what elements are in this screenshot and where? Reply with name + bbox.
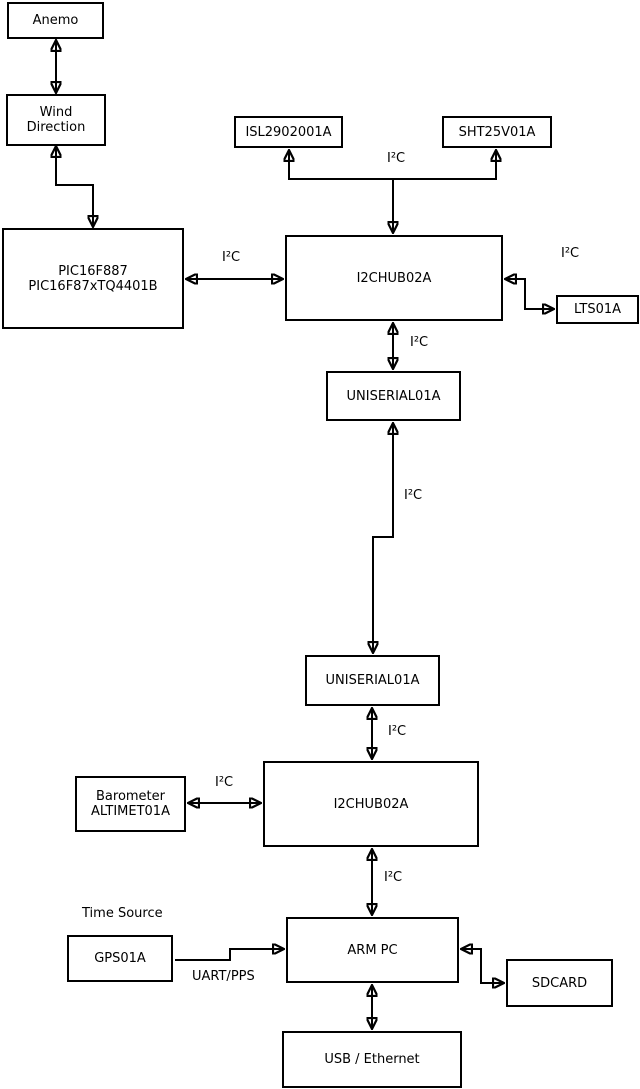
block-lts01a: LTS01A [556,295,639,324]
edge-label-time-source: Time Source [82,906,163,921]
edge-label-uart-pps: UART/PPS [192,969,255,984]
edge-label-i2c-hub-lts: I²C [561,246,580,261]
block-arm-pc: ARM PC [286,917,459,983]
block-label: UNISERIAL01A [346,388,441,404]
block-uniserial01a-top: UNISERIAL01A [326,371,461,421]
block-anemo: Anemo [7,2,104,39]
connector-wind-direction-pic [56,146,93,227]
block-pic16f887: PIC16F887 PIC16F87xTQ4401B [2,228,184,329]
block-label: I2CHUB02A [333,796,409,812]
block-label: Anemo [32,13,79,28]
block-label: SDCARD [531,975,588,991]
block-usb-ethernet: USB / Ethernet [282,1031,462,1088]
edge-label-i2c-uniserial-hub: I²C [388,724,407,739]
connector-i2chub-top-lts01a [505,279,554,309]
edge-label-i2c-sensor-branch: I²C [387,151,406,166]
connector-uniserial-top-uniserial-bottom [373,423,393,653]
block-sdcard: SDCARD [506,959,613,1007]
block-uniserial01a-bottom: UNISERIAL01A [305,655,440,706]
block-label: ISL2902001A [245,124,332,140]
edge-label-i2c-hub-uniserial: I²C [410,335,429,350]
block-label: I2CHUB02A [356,270,432,286]
block-label: SHT25V01A [458,124,536,140]
block-label: GPS01A [94,951,146,966]
block-wind-direction: Wind Direction [6,94,106,146]
block-label: PIC16F887 [58,263,128,279]
edge-label-i2c-uniserial-link: I²C [404,488,423,503]
block-label: ARM PC [347,942,398,958]
edge-label-i2c-pic-hub: I²C [222,250,241,265]
block-barometer-altimet01a: Barometer ALTIMET01A [75,776,186,832]
block-label: Barometer [96,789,165,804]
block-label: LTS01A [573,302,622,317]
block-i2chub02a-top: I2CHUB02A [285,235,503,321]
block-label: ALTIMET01A [91,804,170,819]
connector-arm-pc-sdcard [461,949,504,983]
block-label: UNISERIAL01A [325,673,420,688]
block-isl2902001a: ISL2902001A [234,116,343,148]
block-sht25v01a: SHT25V01A [442,116,552,148]
connector-gps01a-arm-pc [175,949,284,961]
edge-label-i2c-hub-armpc: I²C [384,870,403,885]
block-i2chub02a-bottom: I2CHUB02A [263,761,479,847]
block-label: Direction [26,120,86,135]
block-label: Wind [39,105,73,120]
block-label: PIC16F87xTQ4401B [28,278,158,294]
edge-label-i2c-barometer-hub: I²C [215,775,234,790]
block-label: USB / Ethernet [324,1052,420,1067]
block-gps01a: GPS01A [67,935,173,982]
